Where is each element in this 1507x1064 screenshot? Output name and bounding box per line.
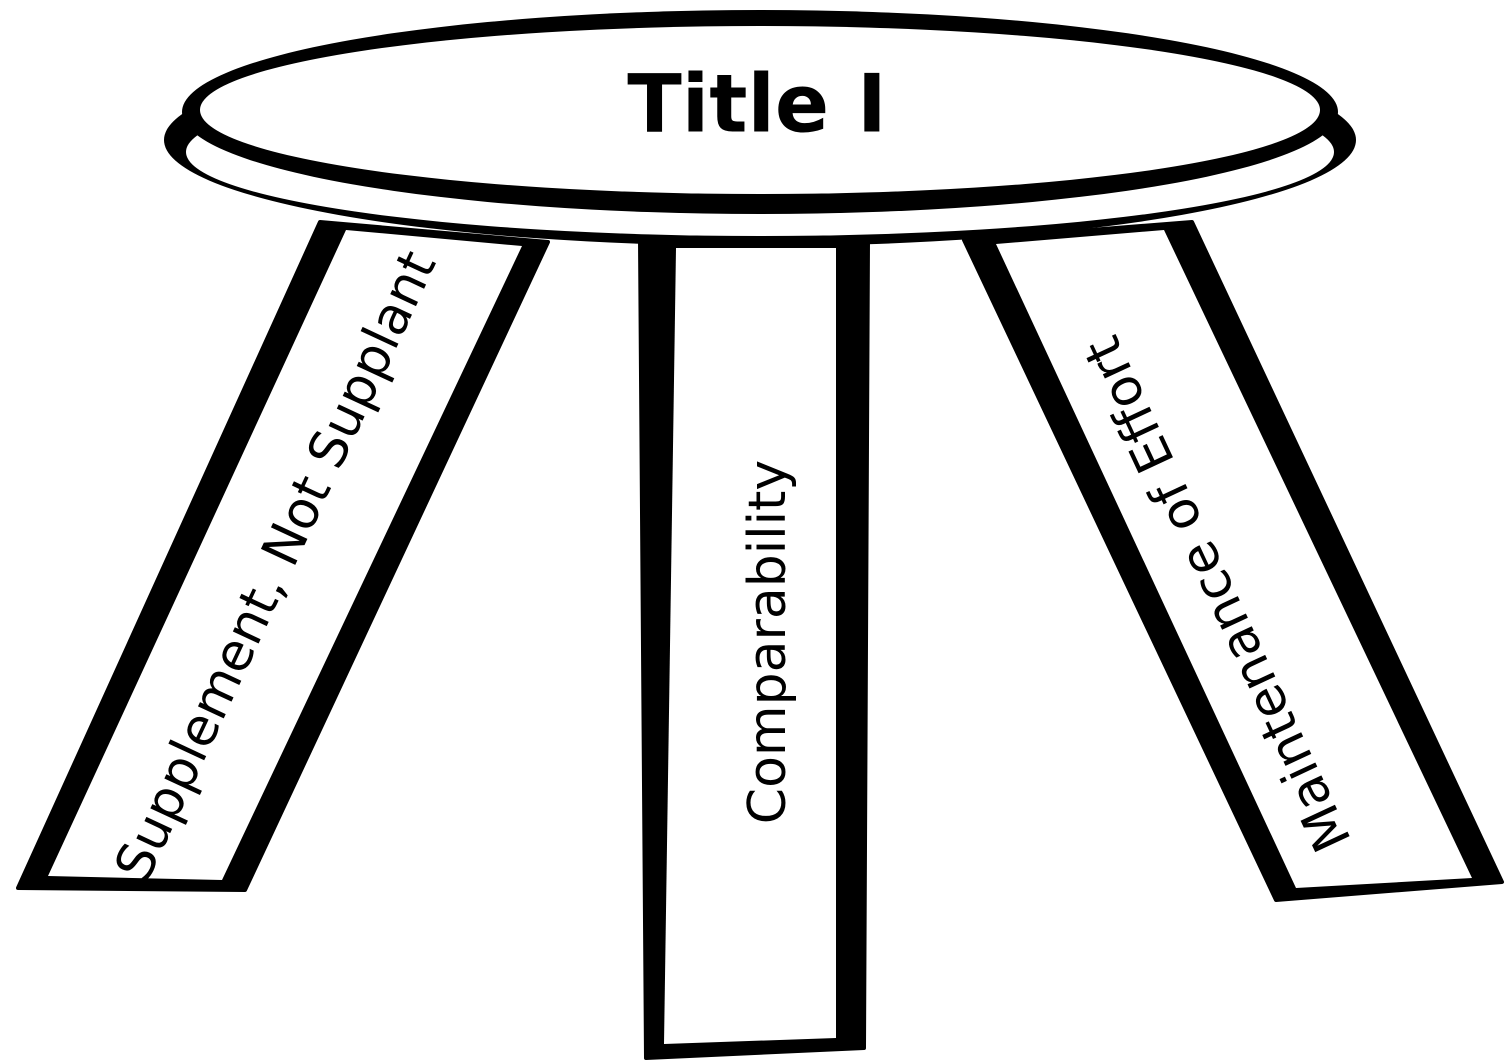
seat-top [200,26,1320,194]
right-leg: Maintenance of Effort [962,220,1504,902]
right-leg-face [996,230,1472,888]
center-leg-label: Comparability [738,460,798,824]
stool-seat: Title I [164,10,1356,246]
center-leg-face [664,248,836,1044]
center-leg: Comparability [638,238,870,1060]
left-leg-face [48,230,522,880]
left-leg: Supplement, Not Supplant [16,220,550,892]
seat-title: Title I [627,58,887,151]
